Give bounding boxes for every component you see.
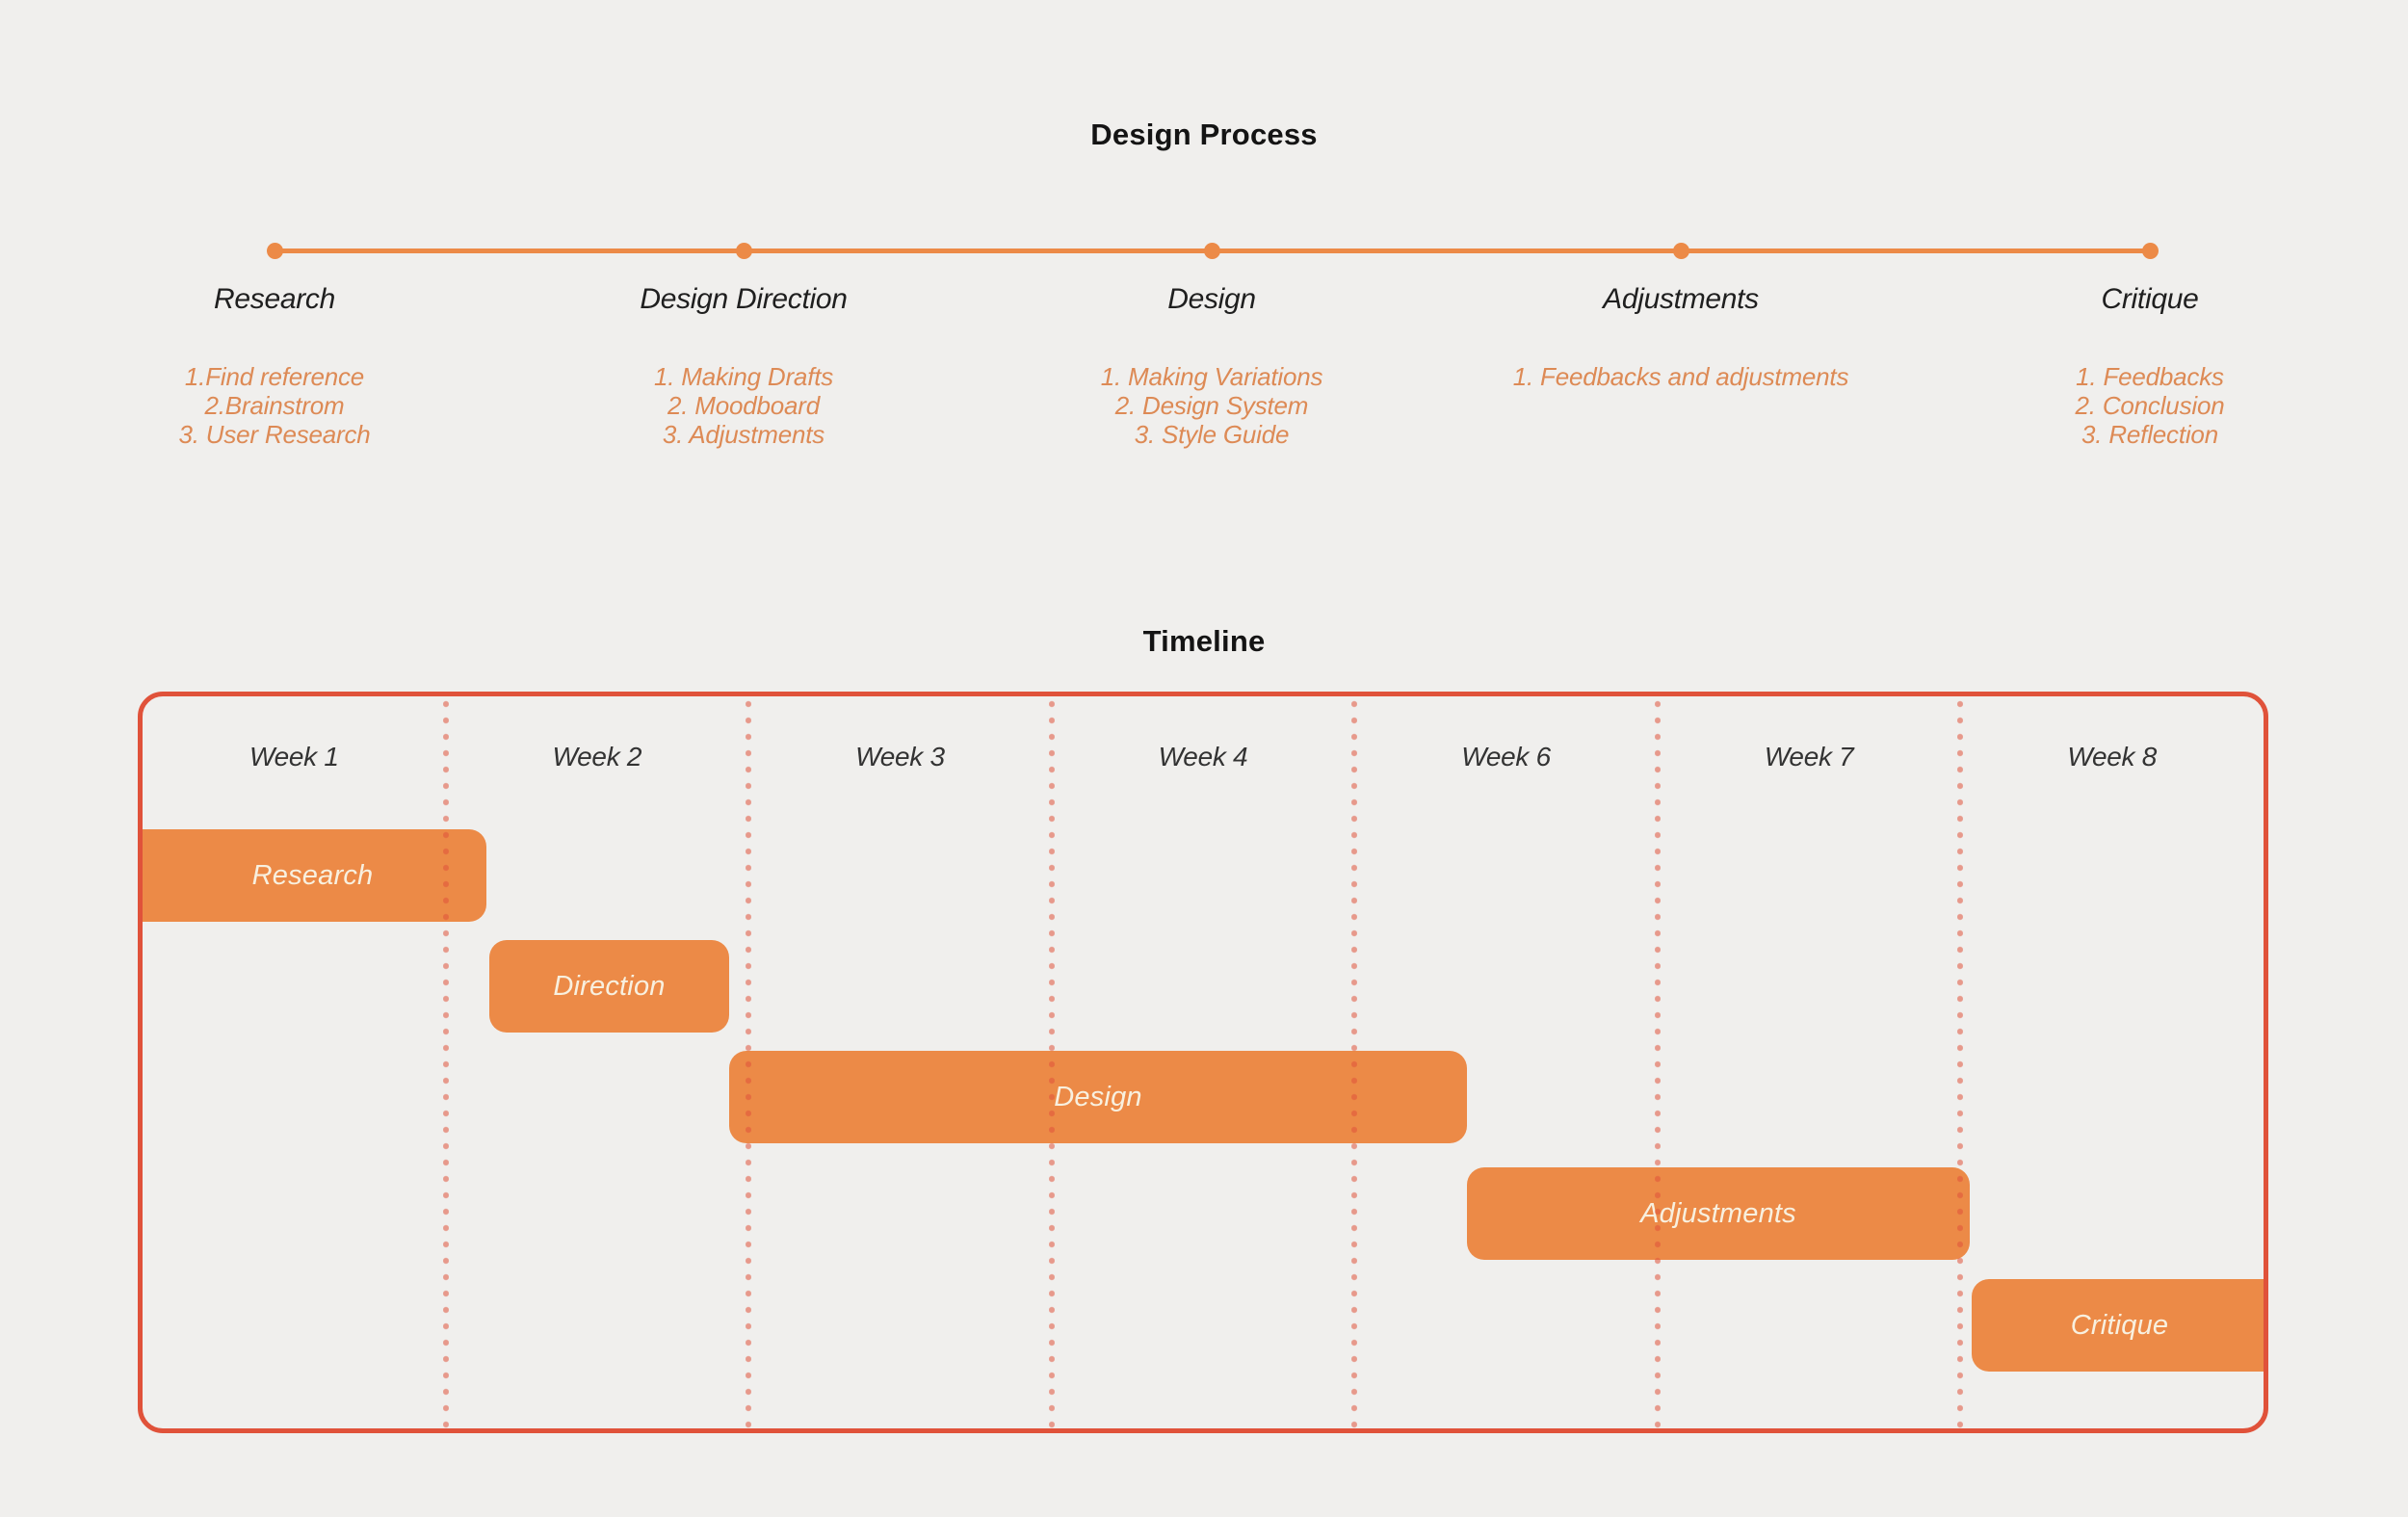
gantt-bar-label: Critique [2070,1309,2169,1341]
stage-item: 2. Moodboard [667,391,821,420]
gantt-chart: Week 1 Week 2 Week 3 Week 4 Week 6 Week … [138,692,2268,1433]
stage-label: Design [1167,283,1256,315]
week-divider-dotted-line [442,696,449,1428]
gantt-bar-label: Research [251,859,374,891]
timeline-dot-critique [2142,243,2159,259]
stage-item: 3. User Research [178,420,371,449]
gantt-grid: Week 1 Week 2 Week 3 Week 4 Week 6 Week … [143,696,2264,1428]
timeline-section-title: Timeline [1142,624,1266,658]
stage-item: 1.Find reference [184,362,365,391]
stage-adjustments: Adjustments 1. Feedbacks and adjustments [1430,282,1931,391]
stage-item: 2.Brainstrom [204,391,345,420]
stage-item-list: 1. Feedbacks 2. Conclusion 3. Reflection [1899,362,2400,449]
stage-item: 3. Adjustments [662,420,825,449]
stage-item: 1. Making Drafts [653,362,834,391]
gantt-bar-label: Design [1054,1081,1142,1112]
timeline-dot-design [1204,243,1220,259]
week-divider-dotted-line [1048,696,1055,1428]
week-header: Week 3 [855,742,945,772]
timeline-dot-design-direction [736,243,752,259]
stage-item: 3. Reflection [2081,420,2218,449]
stage-item-list: 1. Making Variations 2. Design System 3.… [961,362,1462,449]
stage-label: Critique [2101,283,2199,315]
week-header: Week 2 [552,742,642,772]
week-divider-dotted-line [1351,696,1358,1428]
week-header: Week 4 [1158,742,1248,772]
stage-item: 1. Feedbacks and adjustments [1512,362,1849,391]
stage-item: 2. Design System [1114,391,1309,420]
stage-label: Adjustments [1603,283,1759,315]
gantt-bar-critique: Critique [1972,1279,2264,1372]
stage-item-list: 1. Feedbacks and adjustments [1430,362,1931,391]
stage-item: 1. Making Variations [1100,362,1323,391]
stage-item-list: 1.Find reference 2.Brainstrom 3. User Re… [24,362,525,449]
week-header: Week 7 [1764,742,1854,772]
week-divider-dotted-line [1957,696,1964,1428]
week-divider-dotted-line [1654,696,1661,1428]
stage-item: 3. Style Guide [1134,420,1290,449]
gantt-bar-label: Direction [553,970,666,1002]
stage-design: Design 1. Making Variations 2. Design Sy… [961,282,1462,449]
week-header: Week 6 [1461,742,1551,772]
process-section-title: Design Process [1090,118,1318,151]
stage-label: Research [214,283,335,315]
week-header: Week 1 [249,742,339,772]
stage-item-list: 1. Making Drafts 2. Moodboard 3. Adjustm… [493,362,994,449]
stage-item: 1. Feedbacks [2076,362,2224,391]
gantt-bar-direction: Direction [489,940,729,1033]
timeline-dot-adjustments [1673,243,1689,259]
gantt-bar-research: Research [143,829,486,922]
stage-label: Design Direction [640,283,848,315]
stage-research: Research 1.Find reference 2.Brainstrom 3… [24,282,525,449]
week-divider-dotted-line [746,696,752,1428]
stage-critique: Critique 1. Feedbacks 2. Conclusion 3. R… [1899,282,2400,449]
week-header-row: Week 1 Week 2 Week 3 Week 4 Week 6 Week … [143,696,2264,818]
gantt-bar-design: Design [729,1051,1467,1143]
gantt-bar-label: Adjustments [1640,1197,1796,1229]
gantt-bar-adjustments: Adjustments [1467,1167,1970,1260]
stage-design-direction: Design Direction 1. Making Drafts 2. Moo… [493,282,994,449]
timeline-dot-research [267,243,283,259]
stage-item: 2. Conclusion [2075,391,2225,420]
week-header: Week 8 [2067,742,2158,772]
